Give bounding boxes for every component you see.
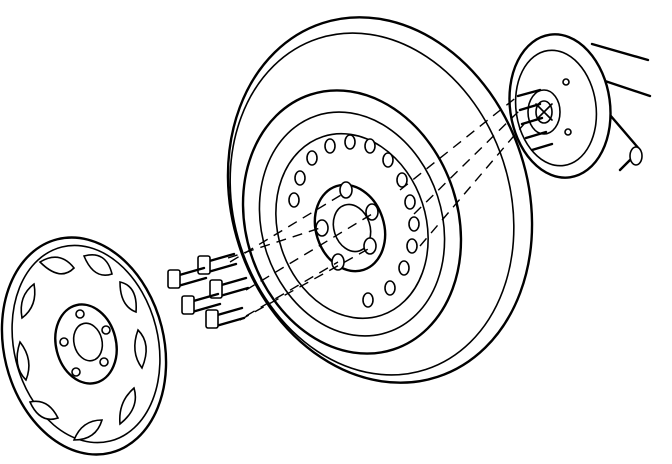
hubcap-nut-recesses — [59, 309, 111, 377]
rim-stud-holes — [315, 181, 379, 271]
lug-nut-2 — [167, 266, 208, 289]
hub-bore — [535, 100, 553, 124]
tire-tread-edge — [229, 32, 515, 376]
hub-nut — [535, 103, 553, 121]
hub-studs — [516, 78, 572, 152]
hubcap-vents — [16, 254, 147, 441]
hubcap-emblem — [72, 322, 104, 362]
lug-nut-4 — [181, 292, 222, 315]
lug-nut-5 — [205, 306, 246, 329]
rim-vent-holes — [288, 134, 420, 308]
hubcap-rim — [11, 244, 161, 444]
rim-center-bore — [332, 203, 372, 253]
lug-nut-icon — [167, 252, 250, 329]
rim-dish — [275, 132, 429, 320]
wheel-hub-icon — [508, 33, 652, 179]
alignment-lines — [227, 95, 525, 321]
lug-nut-3 — [209, 276, 250, 299]
hubcap-icon — [0, 236, 168, 456]
bracket-bolt — [629, 146, 643, 166]
